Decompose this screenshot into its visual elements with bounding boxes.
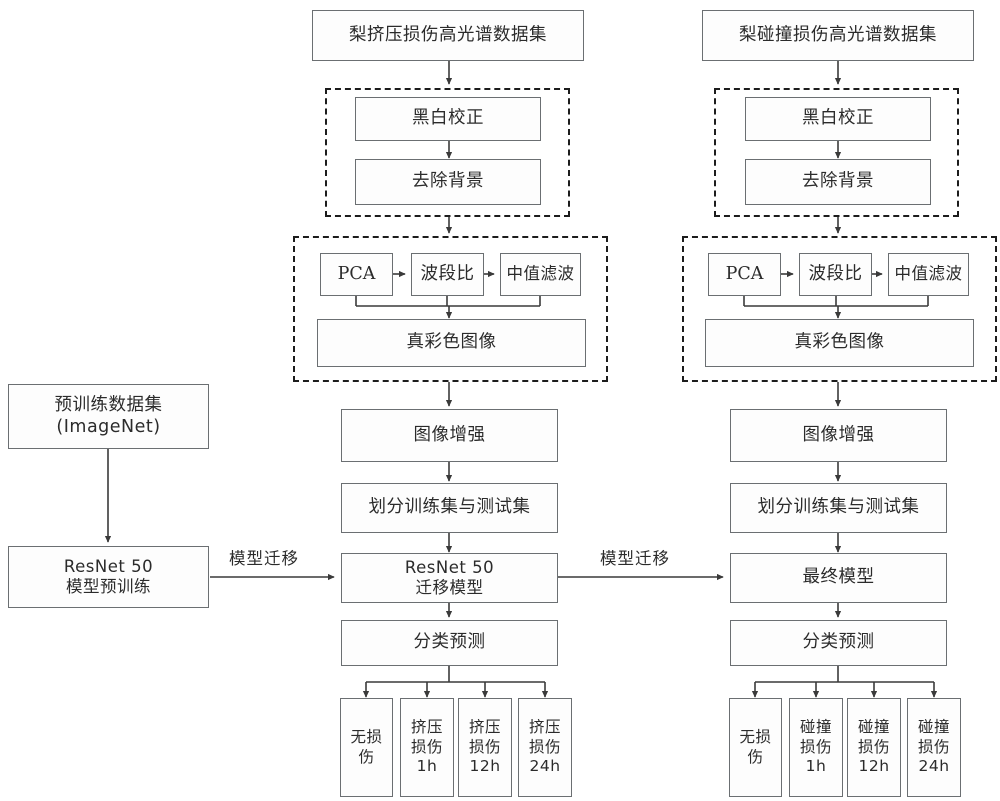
node-left-band-ratio-label: 波段比 bbox=[420, 263, 475, 284]
node-left-classify-label: 分类预测 bbox=[413, 632, 486, 653]
node-right-background-label: 去除背景 bbox=[802, 171, 874, 192]
node-left-leaf-3[interactable]: 挤压 损伤 24h bbox=[518, 698, 572, 797]
node-right-split-label: 划分训练集与测试集 bbox=[757, 497, 920, 518]
node-right-leaf-1-label: 碰撞 损伤 1h bbox=[799, 717, 832, 776]
node-left-split[interactable]: 划分训练集与测试集 bbox=[341, 483, 558, 533]
node-left-leaf-2[interactable]: 挤压 损伤 12h bbox=[458, 698, 512, 797]
node-left-dataset-title[interactable]: 梨挤压损伤高光谱数据集 bbox=[312, 10, 584, 61]
node-left-leaf-1[interactable]: 挤压 损伤 1h bbox=[400, 698, 454, 797]
node-right-calibration[interactable]: 黑白校正 bbox=[745, 97, 931, 141]
node-right-classify-label: 分类预测 bbox=[802, 632, 875, 653]
node-right-dataset-title-label: 梨碰撞损伤高光谱数据集 bbox=[739, 24, 937, 45]
node-left-leaf-2-label: 挤压 损伤 12h bbox=[468, 717, 501, 776]
node-left-median-filter-label: 中值滤波 bbox=[506, 264, 575, 284]
node-right-final-model-label: 最终模型 bbox=[802, 567, 875, 588]
edge-label-transfer-2: 模型迁移 bbox=[600, 545, 670, 569]
node-left-dataset-title-label: 梨挤压损伤高光谱数据集 bbox=[349, 24, 547, 45]
edge-label-transfer-2-text: 模型迁移 bbox=[600, 549, 670, 568]
node-left-leaf-3-label: 挤压 损伤 24h bbox=[528, 717, 561, 776]
node-left-pca[interactable]: PCA bbox=[320, 253, 393, 296]
node-left-band-ratio[interactable]: 波段比 bbox=[411, 253, 484, 296]
node-left-pca-label: PCA bbox=[337, 263, 376, 284]
node-right-band-ratio[interactable]: 波段比 bbox=[799, 253, 872, 296]
node-right-leaf-1[interactable]: 碰撞 损伤 1h bbox=[789, 698, 843, 797]
node-right-calibration-label: 黑白校正 bbox=[802, 108, 874, 129]
node-right-leaf-3-label: 碰撞 损伤 24h bbox=[917, 717, 950, 776]
node-right-true-color[interactable]: 真彩色图像 bbox=[705, 319, 974, 367]
node-left-leaf-1-label: 挤压 损伤 1h bbox=[410, 717, 443, 776]
edge-label-transfer-1: 模型迁移 bbox=[229, 545, 299, 569]
node-pretrain-dataset[interactable]: 预训练数据集 (ImageNet) bbox=[8, 384, 209, 449]
node-left-median-filter[interactable]: 中值滤波 bbox=[500, 253, 581, 296]
node-right-band-ratio-label: 波段比 bbox=[808, 263, 863, 284]
node-left-calibration-label: 黑白校正 bbox=[412, 108, 484, 129]
node-right-leaf-2[interactable]: 碰撞 损伤 12h bbox=[847, 698, 901, 797]
node-right-split[interactable]: 划分训练集与测试集 bbox=[730, 483, 947, 533]
node-right-leaf-2-label: 碰撞 损伤 12h bbox=[857, 717, 890, 776]
node-right-augment[interactable]: 图像增强 bbox=[730, 409, 947, 462]
node-right-median-filter-label: 中值滤波 bbox=[894, 264, 963, 284]
node-left-background-label: 去除背景 bbox=[412, 171, 484, 192]
node-left-split-label: 划分训练集与测试集 bbox=[368, 497, 531, 518]
node-right-pca-label: PCA bbox=[725, 263, 764, 284]
node-right-true-color-label: 真彩色图像 bbox=[794, 332, 885, 353]
node-left-transfer-model[interactable]: ResNet 50 迁移模型 bbox=[341, 553, 558, 603]
node-right-augment-label: 图像增强 bbox=[802, 424, 875, 445]
node-left-true-color[interactable]: 真彩色图像 bbox=[317, 319, 586, 367]
node-right-classify[interactable]: 分类预测 bbox=[730, 620, 947, 666]
node-right-dataset-title[interactable]: 梨碰撞损伤高光谱数据集 bbox=[702, 10, 974, 61]
node-pretrain-model[interactable]: ResNet 50 模型预训练 bbox=[8, 546, 209, 608]
edge-label-transfer-1-text: 模型迁移 bbox=[229, 549, 299, 568]
node-left-calibration[interactable]: 黑白校正 bbox=[355, 97, 541, 141]
group-left-preprocess bbox=[325, 88, 570, 217]
node-right-leaf-0[interactable]: 无损 伤 bbox=[729, 698, 782, 797]
node-pretrain-model-label: ResNet 50 模型预训练 bbox=[63, 556, 154, 596]
node-left-true-color-label: 真彩色图像 bbox=[406, 332, 497, 353]
node-right-background[interactable]: 去除背景 bbox=[745, 159, 931, 205]
node-right-pca[interactable]: PCA bbox=[708, 253, 781, 296]
node-left-leaf-0[interactable]: 无损 伤 bbox=[340, 698, 393, 797]
node-left-transfer-model-label: ResNet 50 迁移模型 bbox=[404, 557, 495, 597]
node-right-leaf-0-label: 无损 伤 bbox=[739, 727, 772, 766]
node-left-augment[interactable]: 图像增强 bbox=[341, 409, 558, 462]
group-left-feature bbox=[293, 236, 608, 382]
node-right-median-filter[interactable]: 中值滤波 bbox=[888, 253, 969, 296]
group-right-preprocess bbox=[714, 88, 959, 217]
group-right-feature bbox=[682, 236, 997, 382]
node-pretrain-dataset-label: 预训练数据集 (ImageNet) bbox=[54, 395, 163, 437]
node-right-leaf-3[interactable]: 碰撞 损伤 24h bbox=[907, 698, 961, 797]
node-left-leaf-0-label: 无损 伤 bbox=[350, 727, 383, 766]
node-left-classify[interactable]: 分类预测 bbox=[341, 620, 558, 666]
node-left-augment-label: 图像增强 bbox=[413, 424, 486, 445]
node-right-final-model[interactable]: 最终模型 bbox=[730, 553, 947, 603]
node-left-background[interactable]: 去除背景 bbox=[355, 159, 541, 205]
